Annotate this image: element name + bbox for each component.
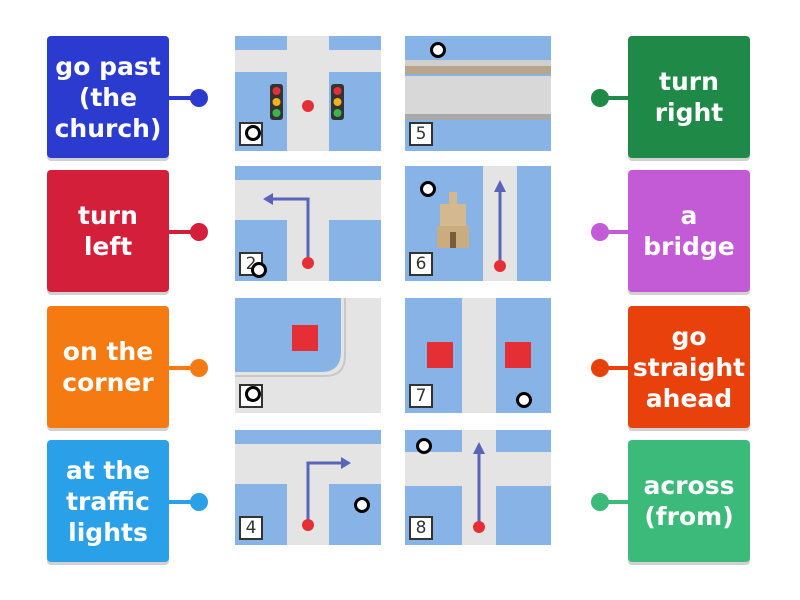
tile-number: 4 <box>239 516 263 540</box>
connector-line <box>600 366 630 370</box>
card-turn-left[interactable]: turn left <box>47 170 169 292</box>
arrow-icon <box>494 180 506 264</box>
tile-number: 8 <box>409 516 433 540</box>
connector-dot[interactable] <box>190 223 208 241</box>
building-icon <box>505 342 531 368</box>
connector-line <box>600 230 630 234</box>
connector-line <box>169 96 199 100</box>
card-at-the-traffic-lights[interactable]: at the traffic lights <box>47 440 169 562</box>
drop-target-6[interactable] <box>420 181 436 197</box>
arrow-icon <box>473 442 485 525</box>
card-a-bridge[interactable]: a bridge <box>628 170 750 292</box>
card-go-straight-ahead[interactable]: go straight ahead <box>628 306 750 428</box>
drop-target-7[interactable] <box>516 392 532 408</box>
tile-5-bridge: 5 <box>405 36 551 151</box>
building-icon <box>292 325 318 351</box>
connector-line <box>600 500 630 504</box>
connector-dot[interactable] <box>190 359 208 377</box>
church-icon <box>437 192 469 248</box>
traffic-light-icon <box>270 84 344 120</box>
card-on-the-corner[interactable]: on the corner <box>47 306 169 428</box>
connector-dot[interactable] <box>190 89 208 107</box>
tile-number: 7 <box>409 384 433 408</box>
drop-target-1[interactable] <box>245 125 261 141</box>
arrow-icon <box>306 457 351 523</box>
drop-target-3[interactable] <box>245 386 261 402</box>
connector-dot[interactable] <box>190 493 208 511</box>
tile-number: 6 <box>409 252 433 276</box>
connector-line <box>169 500 199 504</box>
tile-4-turn-right: 4 <box>235 430 381 545</box>
connector-line <box>600 96 630 100</box>
connector-line <box>169 366 199 370</box>
drop-target-5[interactable] <box>430 42 446 58</box>
tile-2-turn-left: 2 <box>235 166 381 281</box>
card-across-from[interactable]: across (from) <box>628 440 750 562</box>
drop-target-8[interactable] <box>416 438 432 454</box>
connector-line <box>169 230 199 234</box>
arrow-icon <box>263 193 310 261</box>
tile-number: 5 <box>409 122 433 146</box>
drop-target-2[interactable] <box>251 262 267 278</box>
building-icon <box>427 342 453 368</box>
card-turn-right[interactable]: turn right <box>628 36 750 158</box>
tile-1-traffic-lights: 1 <box>235 36 381 151</box>
card-go-past[interactable]: go past (the church) <box>47 36 169 158</box>
tile-8-go-straight-ahead: 8 <box>405 430 551 545</box>
drop-target-4[interactable] <box>354 497 370 513</box>
